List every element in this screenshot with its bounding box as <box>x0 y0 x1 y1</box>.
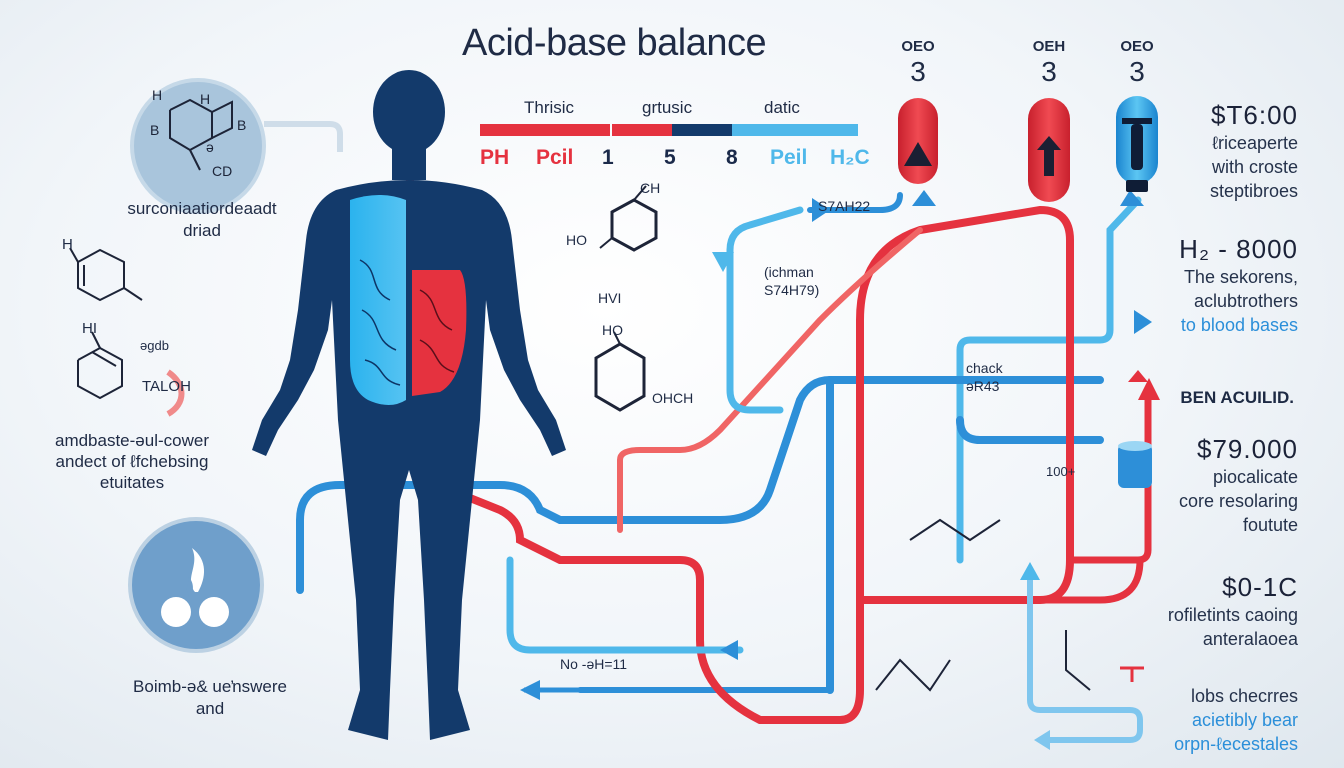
pipe-label: No -ǝH=11 <box>560 656 628 672</box>
svg-text:H: H <box>152 87 162 103</box>
vial-2-label: OEH <box>1032 38 1066 55</box>
right-panel-5: $0-1C rofiletints caoing anteralaoea <box>1167 572 1298 649</box>
pipe-label: chack <box>966 360 1003 376</box>
molecule-caption: surconiaatiordeaadt driad <box>127 199 277 240</box>
plus-icon <box>1120 666 1144 682</box>
svg-text:CD: CD <box>212 163 232 179</box>
flame-drops-icon <box>128 517 303 653</box>
chem-label: HO <box>602 322 623 338</box>
left-molecules <box>69 247 185 417</box>
benzene-ring-icon <box>594 185 1091 692</box>
vial-1 <box>898 98 938 184</box>
vial-1-label: OEO <box>901 38 935 55</box>
chem-label-agdb: ǝgdb <box>140 338 169 353</box>
human-body <box>252 70 566 740</box>
vial-2-number: 3 <box>1041 56 1057 87</box>
scale-label: 1 <box>602 146 614 169</box>
page-title: Acid-base balance <box>462 22 767 64</box>
vial-2 <box>1028 98 1070 202</box>
scale-label: PH <box>480 146 510 169</box>
arrow-icon <box>520 190 1160 750</box>
scale-label: 8 <box>726 146 738 169</box>
scale-segment-label: grtusic <box>642 98 693 117</box>
svg-text:B: B <box>237 117 246 133</box>
molecule-circle: H H B B ǝ CD <box>130 78 343 214</box>
chem-label: HVI <box>598 290 622 306</box>
mid-caption: amdbaste-ǝul-cower andect of ℓfchebsing … <box>54 431 209 492</box>
right-panel-6: lobs checrres acietibly bear orpn-ℓecest… <box>1174 686 1298 754</box>
right-panel-4: $79.000 piocalicate core resolaring fout… <box>1178 434 1298 535</box>
scale-label: Pcil <box>536 146 574 169</box>
pipe-label: S7AH22 <box>818 198 871 214</box>
vial-3-number: 3 <box>1129 56 1145 87</box>
chem-label: CH <box>640 180 661 196</box>
svg-text:ǝ: ǝ <box>206 139 214 155</box>
scale-label: H₂C <box>830 146 870 169</box>
pipe-label: 100+ <box>1046 464 1076 479</box>
filter-vial-icon <box>1116 96 1158 192</box>
pipe-label: ǝR43 <box>966 378 1000 394</box>
chem-label-h: H <box>62 236 73 253</box>
bottom-caption: Boimb-ǝ& ueŉswere and <box>133 677 287 718</box>
scale-label: Peil <box>770 146 808 169</box>
pipe-label: S74H79) <box>764 282 820 298</box>
chem-label-hi: HI <box>82 320 97 337</box>
beaker-icon <box>1118 441 1152 488</box>
right-panel-1: $T6:00 ℓriceaperte with croste steptibro… <box>1209 100 1298 201</box>
chem-label: OHCH <box>652 390 694 406</box>
scale-segment-label: datic <box>764 98 800 117</box>
chem-label: HO <box>566 232 587 248</box>
right-heading: BEN ACUILID. <box>1180 388 1294 407</box>
svg-text:B: B <box>150 122 159 138</box>
pipes <box>296 106 1152 743</box>
pipe-label: (ichman <box>764 264 814 280</box>
right-panel-2: H₂ - 8000 The sekorens, aclubtrothers to… <box>1179 234 1298 335</box>
ph-scale-bar <box>480 124 858 136</box>
scale-label: 5 <box>664 146 676 169</box>
svg-text:H: H <box>200 91 210 107</box>
vial-3-label: OEO <box>1120 38 1154 55</box>
scale-segment-label: Thrisic <box>524 98 575 117</box>
vial-1-number: 3 <box>910 56 926 87</box>
chem-label-taloh: TALOH <box>142 378 191 395</box>
